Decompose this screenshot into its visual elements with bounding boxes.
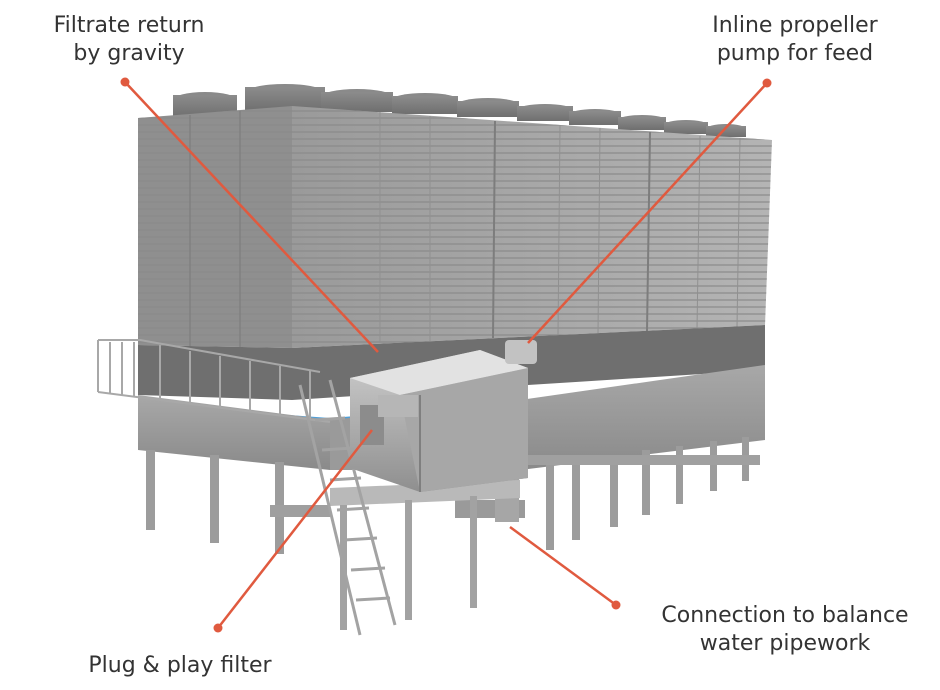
cooling-tower-body xyxy=(138,106,772,348)
callout-balance-connection: Connection to balance water pipework xyxy=(645,602,925,658)
callout-filtrate-return: Filtrate return by gravity xyxy=(24,12,234,68)
callout-balance-line1: Connection to balance xyxy=(661,603,909,628)
callout-balance-line2: water pipework xyxy=(699,631,871,656)
callout-filtrate-line2: by gravity xyxy=(73,41,185,66)
callout-pump-line1: Inline propeller xyxy=(712,13,878,38)
fan-stacks xyxy=(173,84,746,137)
filter-leader-dot xyxy=(213,623,223,633)
pump-leader-dot xyxy=(762,78,772,88)
callout-filter-line1: Plug & play filter xyxy=(88,653,272,678)
balance-leader-dot xyxy=(611,600,621,610)
balance-leader-line xyxy=(509,525,617,607)
callout-lines xyxy=(120,77,772,633)
callout-filtrate-line1: Filtrate return xyxy=(53,13,205,38)
filter-leader-line xyxy=(217,429,373,629)
pump-leader-line xyxy=(527,82,768,344)
access-stairs xyxy=(298,379,397,636)
callout-pump-line2: pump for feed xyxy=(716,41,874,66)
callout-inline-pump: Inline propeller pump for feed xyxy=(690,12,900,68)
callout-plug-play-filter: Plug & play filter xyxy=(70,652,290,680)
filtrate-leader-line xyxy=(124,81,379,353)
filtrate-leader-dot xyxy=(120,77,130,87)
railing xyxy=(97,339,331,423)
plug-and-play-filter-unit xyxy=(350,340,537,492)
